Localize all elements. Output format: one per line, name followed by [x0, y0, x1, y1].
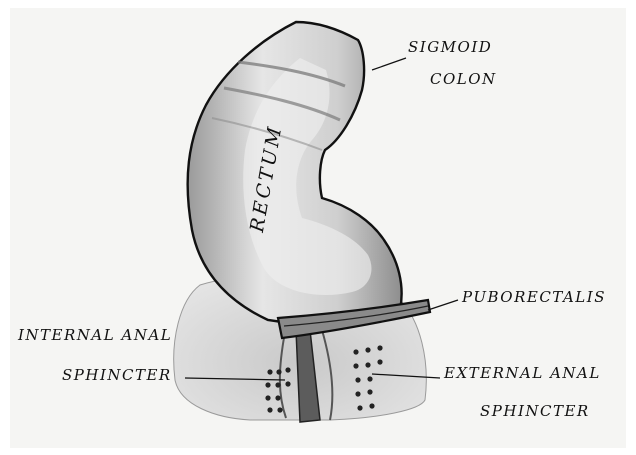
- label-puborectalis: PUBORECTALIS: [462, 288, 606, 306]
- label-sigmoid-line2: COLON: [430, 70, 497, 88]
- label-external-sphincter-line1: EXTERNAL ANAL: [444, 364, 601, 382]
- sigmoid-leader-line: [372, 58, 406, 70]
- label-internal-sphincter-line1: INTERNAL ANAL: [18, 326, 172, 344]
- label-external-sphincter-line2: SPHINCTER: [480, 402, 590, 420]
- puborectalis-leader-line: [428, 300, 458, 310]
- label-internal-sphincter-line2: SPHINCTER: [62, 366, 172, 384]
- label-sigmoid-line1: SIGMOID: [408, 38, 492, 56]
